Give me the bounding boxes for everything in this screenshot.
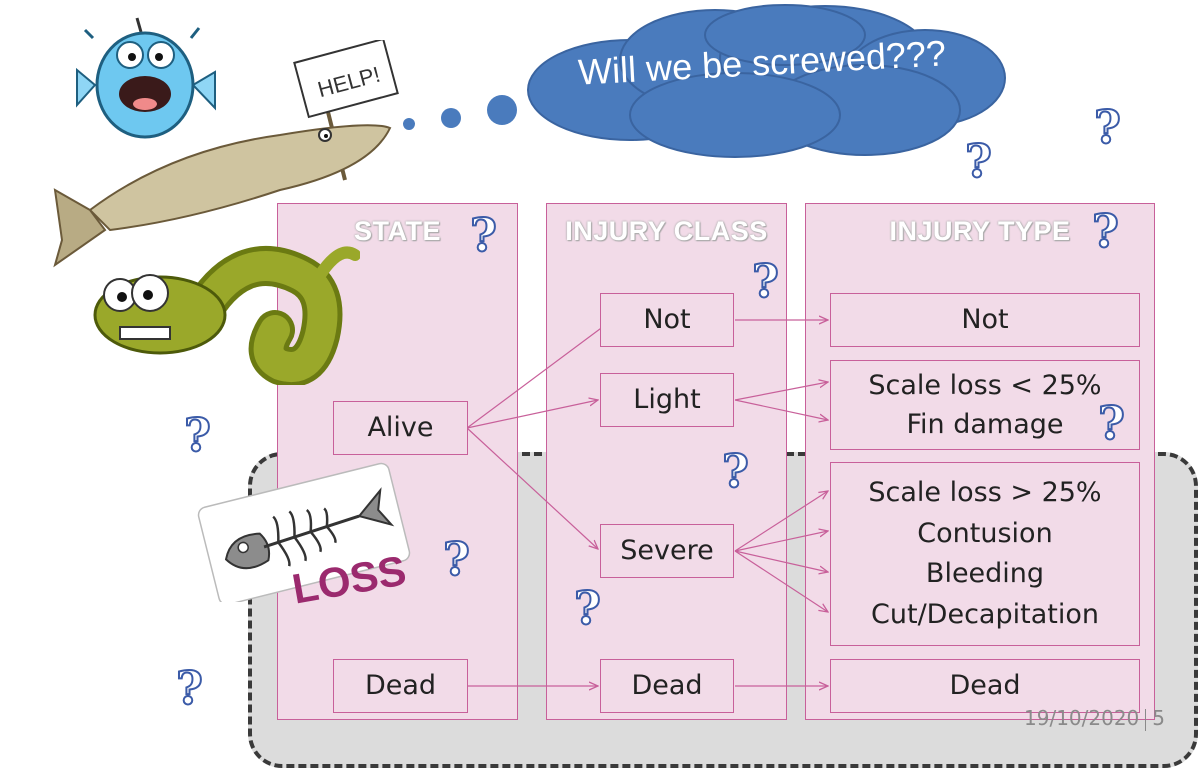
state-alive-label: Alive: [367, 412, 434, 444]
question-mark-icon: ?: [1093, 100, 1122, 154]
fish-skeleton-card: [197, 462, 411, 602]
scared-blue-fish-illustration: [76, 17, 216, 139]
class-dead-box: Dead: [600, 659, 734, 713]
type-severe-box: Scale loss > 25% Contusion Bleeding Cut/…: [830, 462, 1140, 646]
thought-cloud: [403, 4, 1006, 158]
question-mark-icon: ?: [964, 134, 993, 188]
type-severe-line: Contusion: [917, 517, 1053, 549]
class-severe-label: Severe: [620, 535, 714, 567]
slide-page-number: 5: [1152, 706, 1166, 730]
arrow-alive-not: [466, 320, 612, 429]
class-dead-label: Dead: [631, 670, 703, 702]
arrow-light-fin: [734, 399, 828, 420]
question-mark-icon: ?: [751, 254, 780, 308]
class-not-label: Not: [643, 304, 691, 336]
cod-fish-with-help-sign-illustration: HELP!: [53, 40, 399, 268]
arrow-alive-severe: [466, 427, 598, 549]
class-light-box: Light: [600, 373, 734, 427]
footer-separator: [1145, 708, 1147, 731]
question-mark-icon: ?: [1091, 204, 1120, 258]
state-column-title: STATE: [354, 216, 441, 246]
type-light-line: Scale loss < 25%: [868, 369, 1102, 401]
arrow-severe-scale: [734, 491, 828, 552]
question-mark-icon: ?: [573, 581, 602, 635]
type-light-box: Scale loss < 25% Fin damage: [830, 360, 1140, 450]
injury-class-column-title: INJURY CLASS: [565, 216, 768, 246]
slide-footer: 19/10/2020 5: [1024, 706, 1165, 731]
type-dead-label: Dead: [949, 670, 1021, 702]
class-not-box: Not: [600, 293, 734, 347]
type-severe-line: Bleeding: [925, 558, 1045, 589]
arrow-severe-cut: [734, 550, 828, 612]
type-severe-line: Scale loss > 25%: [868, 477, 1102, 508]
question-mark-icon: ?: [1097, 396, 1126, 450]
question-mark-icon: ?: [721, 444, 750, 498]
question-mark-icon: ?: [183, 408, 212, 462]
slide-date: 19/10/2020: [1024, 706, 1140, 730]
type-not-box: Not: [830, 293, 1140, 347]
injury-class-column: INJURY CLASS: [546, 203, 787, 720]
type-dead-box: Dead: [830, 659, 1140, 713]
state-alive-box: Alive: [333, 401, 468, 455]
question-mark-icon: ?: [175, 661, 204, 715]
arrow-light-scale: [734, 382, 828, 401]
type-light-line: Fin damage: [906, 409, 1064, 440]
arrow-severe-contusion: [734, 531, 828, 552]
arrow-alive-light: [466, 400, 598, 429]
type-not-label: Not: [961, 304, 1009, 336]
class-light-label: Light: [633, 384, 701, 416]
question-mark-icon: ?: [442, 532, 471, 586]
class-severe-box: Severe: [600, 524, 734, 578]
state-dead-label: Dead: [364, 670, 437, 702]
eel-illustration: [93, 246, 360, 385]
type-severe-line: Cut/Decapitation: [871, 598, 1099, 630]
arrow-severe-bleeding: [734, 550, 828, 572]
injury-type-column-title: INJURY TYPE: [889, 216, 1071, 246]
question-mark-icon: ?: [469, 208, 498, 262]
state-dead-box: Dead: [333, 659, 468, 713]
